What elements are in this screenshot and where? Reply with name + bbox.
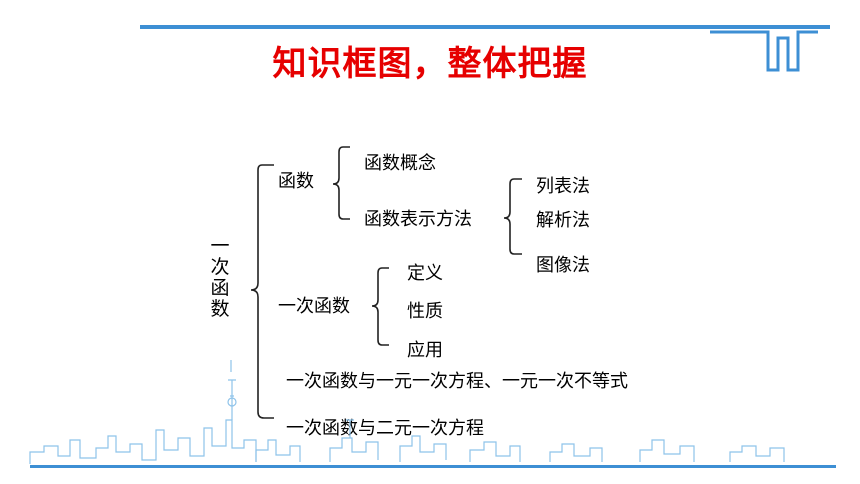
bottom-accent-line — [30, 465, 836, 468]
node-jiexifa: 解析法 — [536, 210, 590, 231]
main-brace — [250, 164, 274, 419]
node-dingyi: 定义 — [407, 263, 443, 284]
node-hanshu: 函数 — [278, 171, 314, 192]
yici-brace — [371, 267, 389, 346]
hanshu-brace — [332, 146, 350, 220]
node-fangchengzu: 一次函数与二元一次方程 — [286, 418, 484, 439]
node-liebiaofa: 列表法 — [536, 176, 590, 197]
node-yingyong: 应用 — [407, 340, 443, 361]
node-xingzhi: 性质 — [407, 301, 443, 322]
corner-decoration-icon — [710, 30, 818, 72]
page-title: 知识框图，整体把握 — [272, 44, 588, 84]
node-hanshu-biaoshi: 函数表示方法 — [364, 209, 472, 230]
root-label: 一次函数 — [210, 235, 230, 320]
biaoshi-brace — [503, 178, 522, 255]
node-fangcheng-budengshi: 一次函数与一元一次方程、一元一次不等式 — [286, 371, 628, 392]
top-accent-line — [140, 25, 830, 29]
node-tuxiangfa: 图像法 — [536, 255, 590, 276]
node-yici: 一次函数 — [278, 296, 350, 317]
node-hanshu-gainian: 函数概念 — [364, 153, 436, 174]
